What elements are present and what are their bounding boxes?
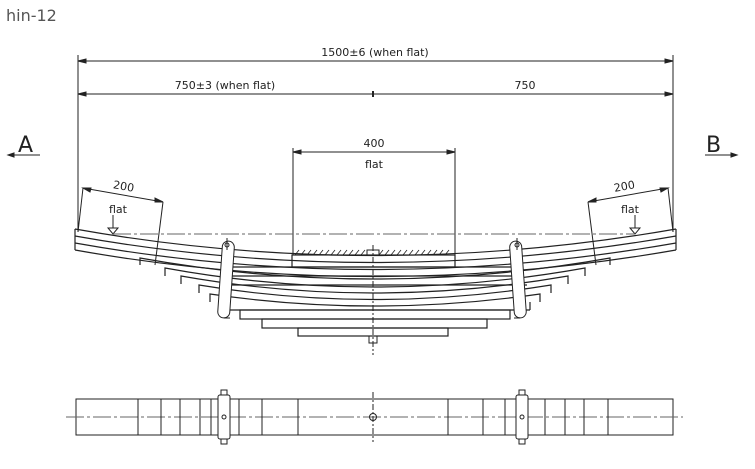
overall-length-label: 1500±6 (when flat) xyxy=(321,46,428,59)
right-eye-flat-label: flat xyxy=(621,203,640,216)
rebound-clip-right xyxy=(509,238,527,319)
left-eye-flat-label: flat xyxy=(109,203,128,216)
leaf-stack xyxy=(74,228,677,337)
view-label-a: A xyxy=(18,133,33,158)
drawing-title: hin-12 xyxy=(6,6,57,25)
center-flat-label: flat xyxy=(365,158,384,171)
right-eye-flat-length: 200 xyxy=(613,178,636,194)
left-eye-flat-length: 200 xyxy=(112,178,135,194)
rebound-clip-left xyxy=(217,238,235,319)
left-half-label: 750±3 (when flat) xyxy=(175,79,275,92)
view-label-b: B xyxy=(706,133,721,158)
center-flat-length: 400 xyxy=(364,137,385,150)
plan-view xyxy=(66,389,683,445)
right-half-label: 750 xyxy=(515,79,536,92)
center-bolt-nut xyxy=(368,335,378,344)
